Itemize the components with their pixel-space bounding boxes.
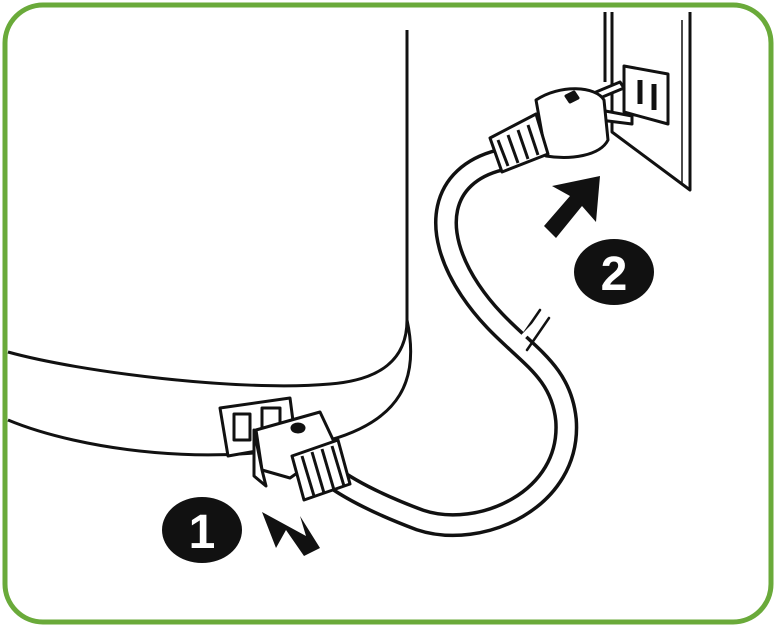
- wall-outlet: [603, 12, 692, 192]
- wall-plug: [488, 80, 634, 174]
- power-cord: [318, 148, 579, 538]
- arrow-step-2-icon: [544, 176, 600, 238]
- outlet-face: [622, 64, 670, 126]
- step-number-1: 1: [189, 506, 216, 559]
- step-number-2: 2: [601, 248, 628, 301]
- appliance-connector: [252, 410, 352, 502]
- arrow-step-1-icon: [262, 512, 320, 556]
- step-badge-2: 2: [574, 239, 654, 305]
- step-badge-1: 1: [162, 497, 242, 563]
